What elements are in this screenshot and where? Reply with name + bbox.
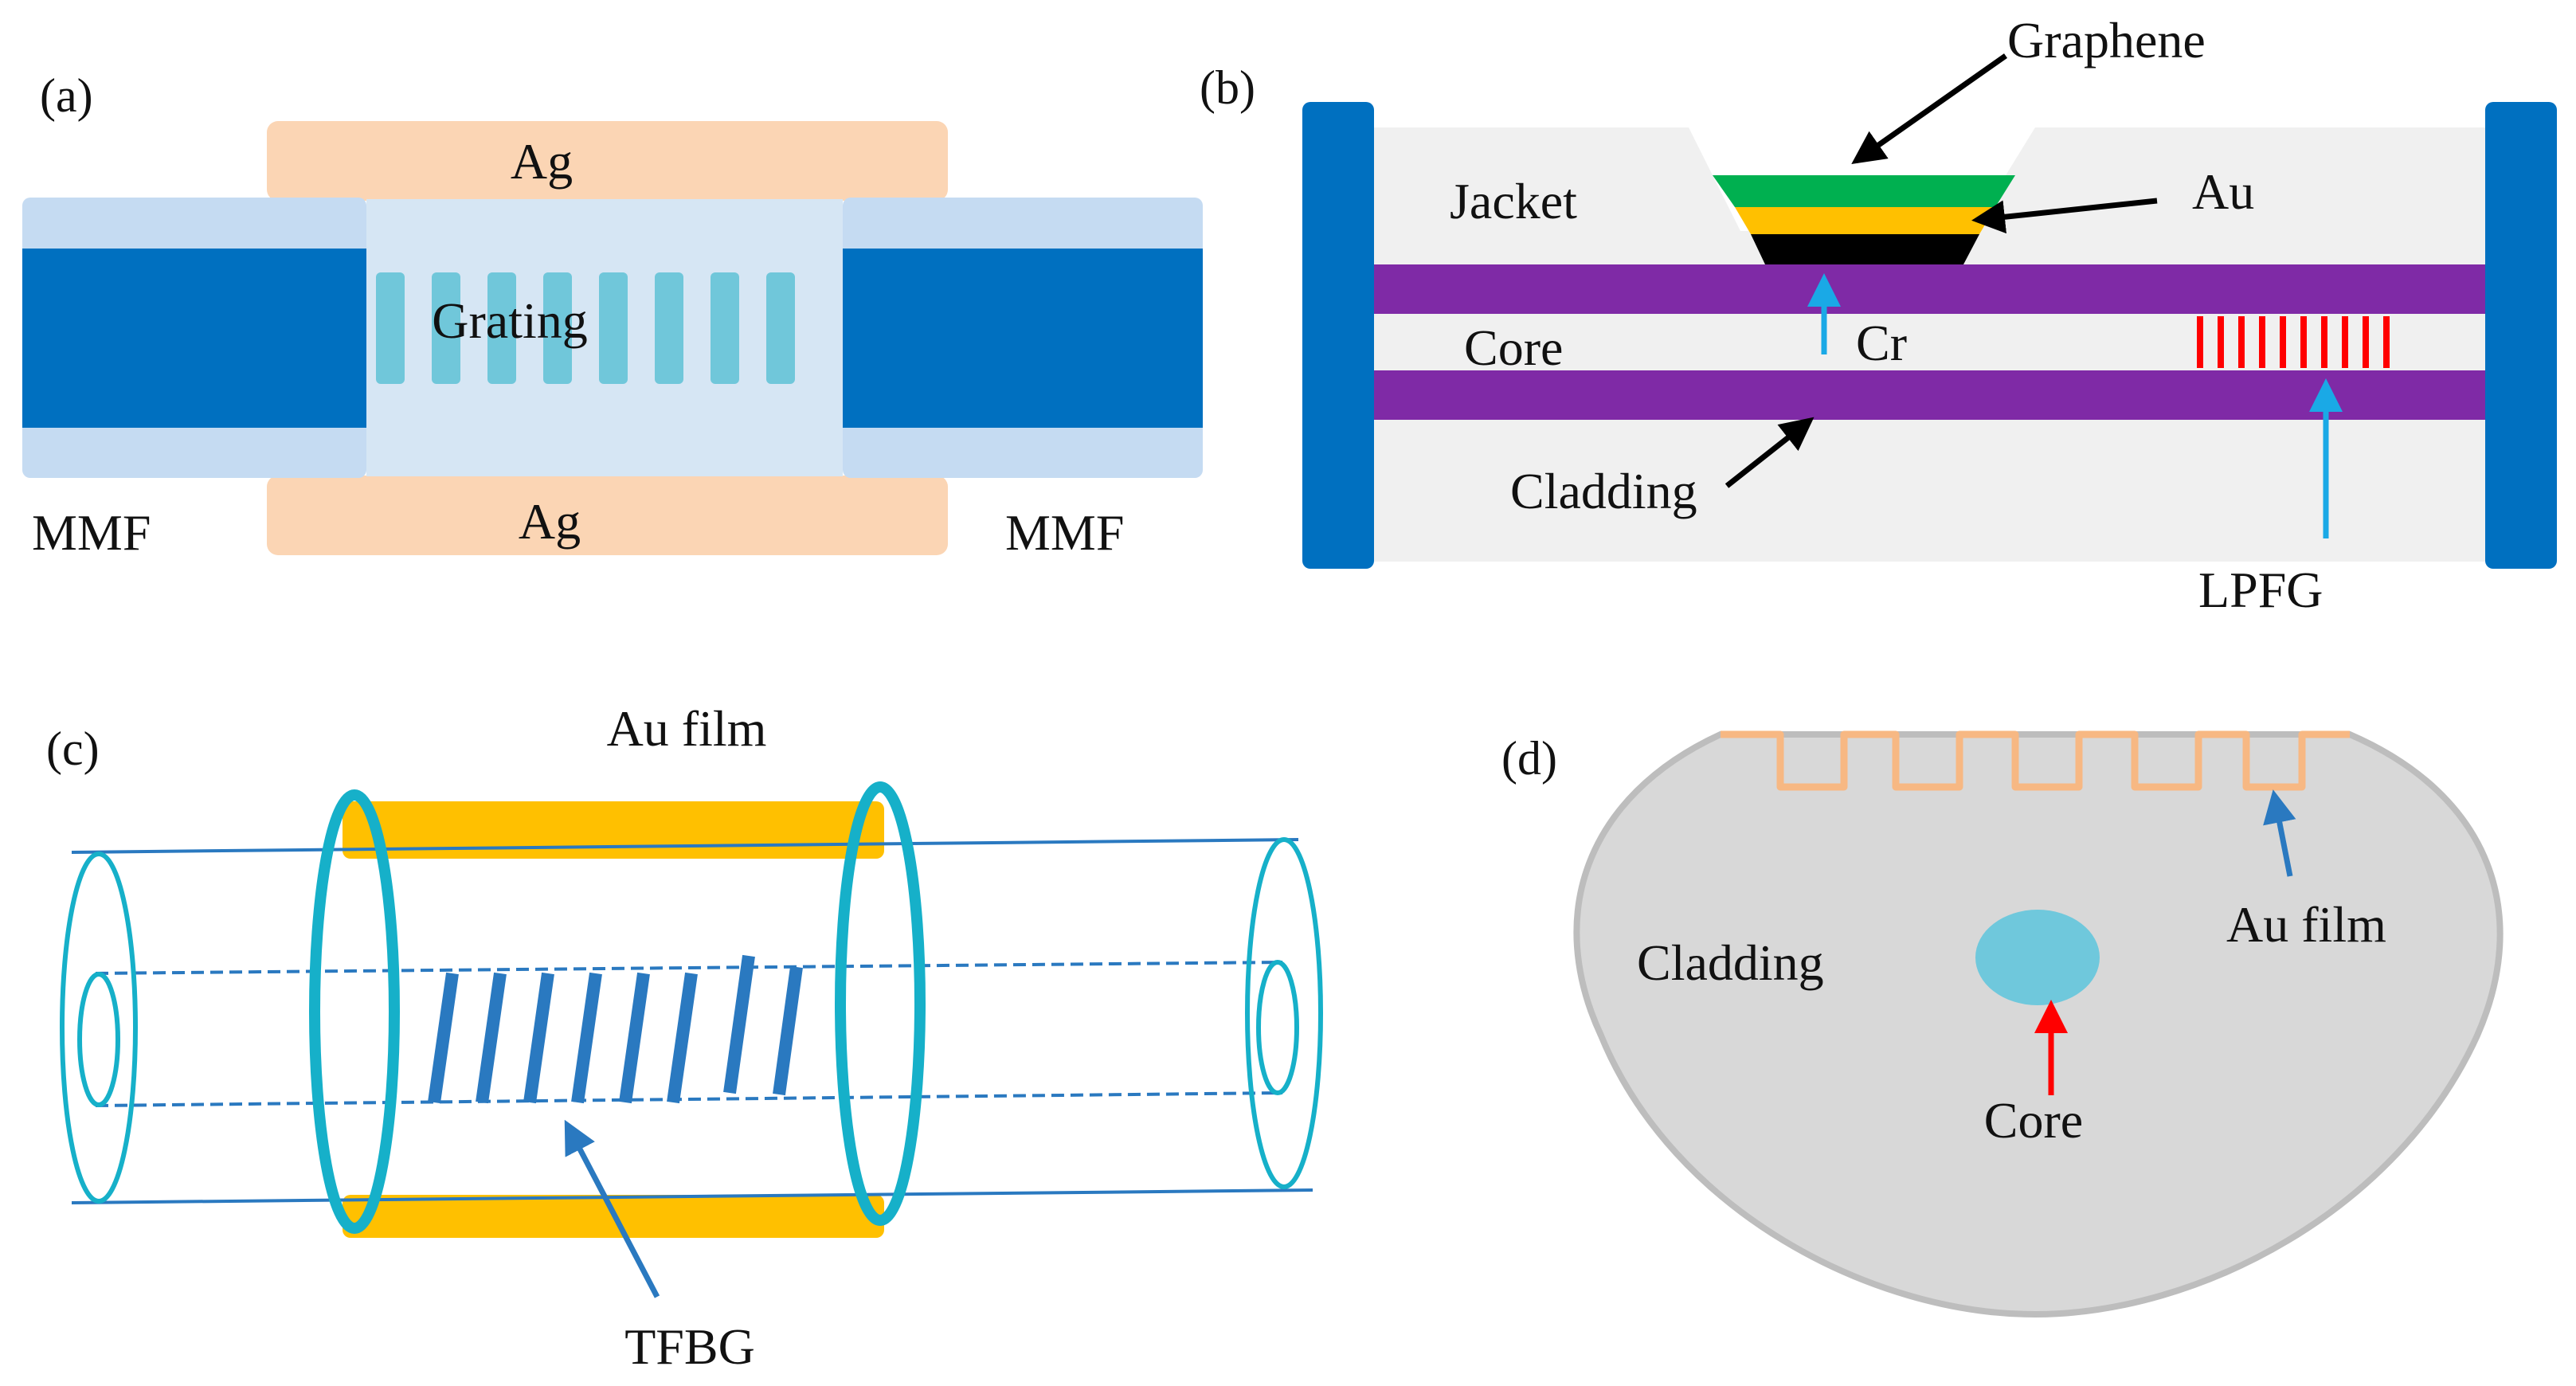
cr-label: Cr [1856,315,1907,371]
cladding-arrow [1725,417,1815,488]
mmf-right-core [843,249,1203,428]
tube-outline [71,1188,1313,1204]
graphene-arrow [1851,53,2008,165]
tube-end-left-inner [77,972,120,1107]
grating-bar [655,272,683,384]
mmf-left-core [22,249,366,428]
ag-top-label: Ag [511,133,573,190]
film-ring-left [309,789,400,1234]
tfbg-arrow [564,1119,660,1298]
grating-label: Grating [432,292,588,349]
au-arrow [1971,198,2158,234]
ag-layer-top [267,121,948,201]
tfbg-bars [428,954,803,1104]
d-fiber-cladding [1573,731,2504,1318]
grating-bars [376,272,795,384]
jacket [1374,127,2485,562]
mmf-right-label: MMF [1005,504,1124,561]
core-label-d: Core [1984,1092,2083,1149]
ag-layer-bottom [267,476,948,555]
grating-bar [766,272,795,384]
cr-layer [1751,234,1979,264]
au-label: Au [2192,163,2254,220]
panel-a: (a) Ag Ag Grating MMF MMF [22,69,1203,561]
panel-d: (d) Cladding Core Au film [1501,730,2504,1318]
cladding-label-d: Cladding [1637,934,1824,991]
panel-d-label: (d) [1501,732,1557,785]
au-film-label-c: Au film [607,700,767,757]
grating-bar [432,272,460,384]
tfbg-label: TFBG [624,1318,755,1375]
tube-end-right-inner [1256,960,1299,1095]
tfbg-bar [773,965,803,1096]
grating-bar [599,272,628,384]
lpfg-label: LPFG [2198,562,2323,618]
lpfg-lines [2197,316,2390,368]
au-layer [1735,207,1995,234]
grating-bar [376,272,405,384]
graphene-label: Graphene [2007,12,2206,69]
panel-b: (b) Graphene [1200,12,2557,618]
tube-end-right-outer [1245,837,1323,1189]
cladding-label-b: Cladding [1510,463,1697,519]
grating-bar [487,272,516,384]
d-fiber-core [1975,910,2100,1005]
grating-bar [711,272,739,384]
tfbg-bar [619,972,650,1104]
tfbg-bar [723,954,755,1094]
panel-a-label: (a) [40,69,93,122]
cladding-band-top [1374,264,2485,314]
grating-bar [543,272,572,384]
mmf-left-label: MMF [32,504,151,561]
tfbg-bar [667,972,698,1104]
au-film-arrow [2263,789,2296,877]
core-label-b: Core [1464,319,1563,376]
film-ring-right [835,781,926,1226]
tfbg-bar [428,972,459,1104]
cladding-band-bottom [1374,370,2485,420]
end-block-left [1302,102,1374,569]
jacket-label: Jacket [1450,173,1577,229]
core-dashed-line [95,1091,1283,1107]
tube-end-left-outer [60,852,138,1204]
core-dashed-line [95,961,1283,975]
au-film-label-d: Au film [2226,896,2386,953]
tfbg-bar [571,972,602,1104]
panel-c-label: (c) [46,722,100,775]
au-film-grooved [1721,730,2350,791]
tfbg-bar [476,972,507,1104]
ag-bottom-label: Ag [519,493,581,550]
tube-outline [71,838,1299,854]
end-block-right [2485,102,2557,569]
panel-b-label: (b) [1200,61,1255,114]
graphene-layer [1713,175,2015,207]
panel-c: (c) Au film [46,700,1323,1375]
tfbg-bar [523,972,554,1104]
